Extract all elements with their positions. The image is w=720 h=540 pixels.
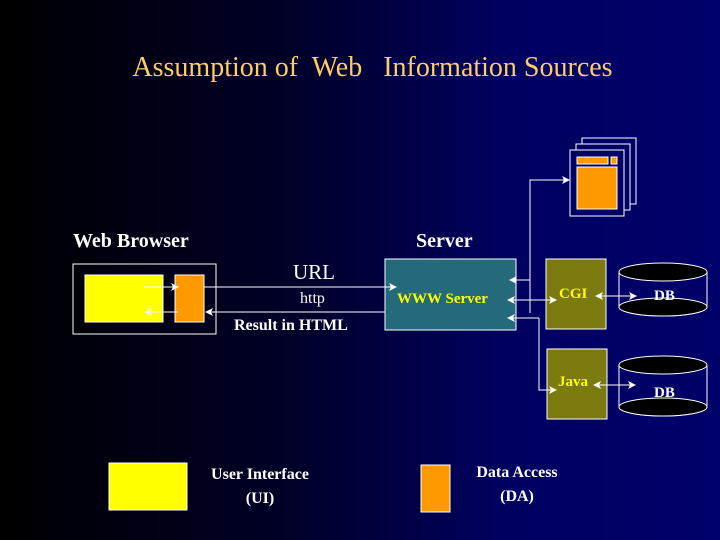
ui-component [84,274,164,323]
cgi-label: CGI [559,286,588,302]
result-label: Result in HTML [234,317,348,334]
server-label: Server [416,230,473,252]
legend-da-text: Data Access (DA) [450,461,584,509]
slide-title: Assumption of Web Information Sources [132,52,613,83]
da-component [174,274,205,323]
db1-label: DB [654,288,675,304]
legend-da-line1: Data Access [476,464,558,481]
www-server-label: WWW Server [397,291,488,307]
database-2-icon [618,355,708,417]
browser-frame [72,263,217,335]
url-label: URL [293,260,335,284]
legend-ui-swatch [108,462,188,511]
http-label: http [300,290,325,307]
legend-da-line2: (DA) [500,488,534,505]
browser-label: Web Browser [73,230,189,252]
legend-ui-text: User Interface (UI) [190,463,330,511]
web-pages-icon [569,137,637,217]
server-to-java-arrow [538,318,557,394]
www-server-box [384,258,517,331]
legend-ui-line1: User Interface [211,466,309,483]
legend-da-swatch [420,464,451,513]
java-label: Java [558,374,588,390]
pages-connector [529,176,570,313]
database-1-icon [618,262,708,317]
db2-label: DB [654,385,675,401]
legend-ui-line2: (UI) [245,490,275,507]
